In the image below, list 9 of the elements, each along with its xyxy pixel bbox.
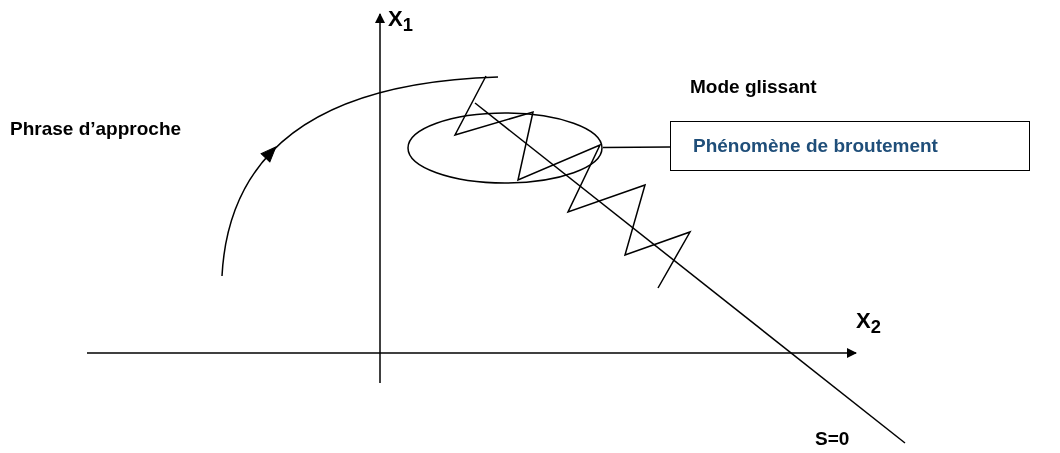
region-label: Mode glissant [690,76,817,98]
ellipse-outline [407,112,603,184]
leader-line [602,146,671,149]
callout-text: Phénomène de broutement [693,135,938,157]
axis-label: X$_{2}$ [856,308,881,339]
axis-label: X$_{1}$ [388,6,413,37]
callout-box [670,121,1030,171]
surface-label: S=0 [815,428,850,450]
phase-label: Phrase d’approche [10,118,182,140]
